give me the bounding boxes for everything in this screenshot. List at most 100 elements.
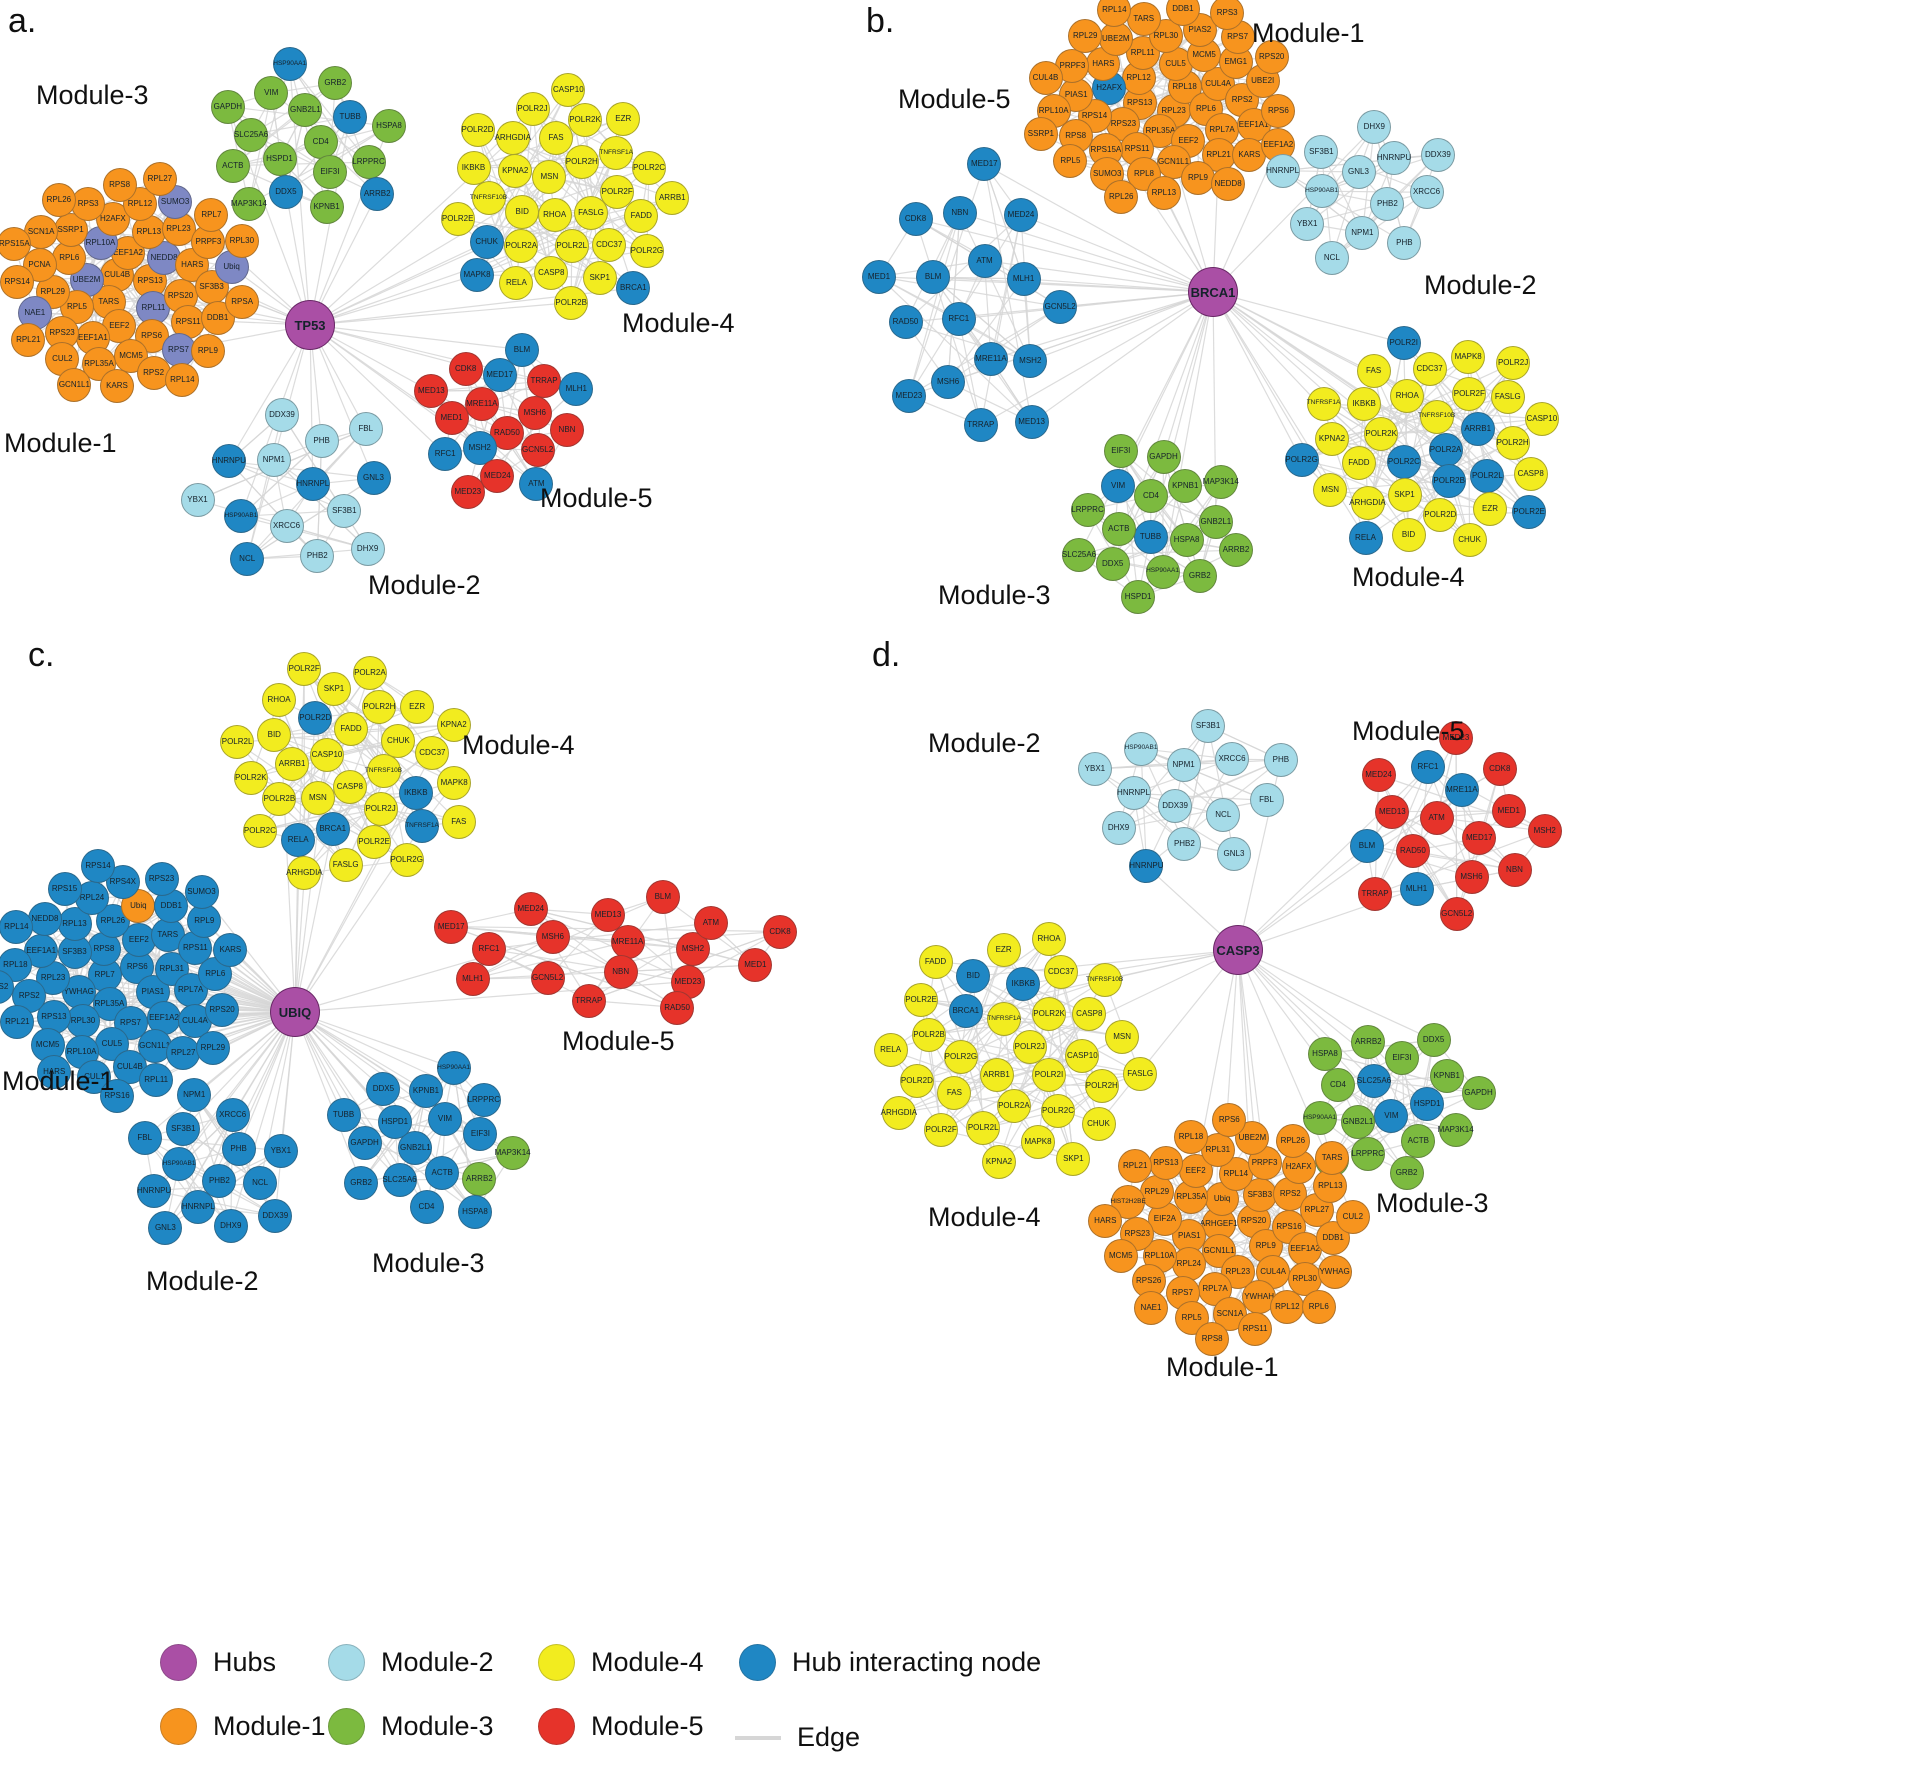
node-polr2h[interactable]: POLR2H (564, 145, 599, 180)
node-nbn[interactable]: NBN (942, 195, 977, 230)
node-mlh1[interactable]: MLH1 (1006, 261, 1041, 296)
node-kpnb1[interactable]: KPNB1 (1429, 1059, 1464, 1094)
node-rps6[interactable]: RPS6 (1212, 1103, 1247, 1137)
node-tubb[interactable]: TUBB (1133, 519, 1168, 554)
node-sf3b1[interactable]: SF3B1 (327, 493, 362, 528)
node-eif3i[interactable]: EIF3I (312, 155, 347, 189)
node-rps11[interactable]: RPS11 (1238, 1312, 1273, 1347)
node-chuk[interactable]: CHUK (1081, 1106, 1116, 1141)
node-casp10[interactable]: CASP10 (1065, 1038, 1100, 1073)
node-atm[interactable]: ATM (967, 243, 1002, 278)
node-slc25a6[interactable]: SLC25A6 (1357, 1063, 1391, 1098)
node-lrpprc[interactable]: LRPPRC (466, 1082, 501, 1117)
node-casp8[interactable]: CASP8 (1072, 997, 1107, 1032)
node-med17[interactable]: MED17 (967, 147, 1002, 182)
node-nae1[interactable]: NAE1 (1134, 1291, 1168, 1326)
node-brca1[interactable]: BRCA1 (315, 812, 350, 846)
node-ddx5[interactable]: DDX5 (366, 1071, 401, 1106)
node-blm[interactable]: BLM (916, 260, 951, 295)
node-slc25a6[interactable]: SLC25A6 (1062, 537, 1096, 572)
node-nbn[interactable]: NBN (1497, 852, 1532, 887)
node-phb2[interactable]: PHB2 (1167, 826, 1202, 861)
node-chuk[interactable]: CHUK (469, 225, 504, 259)
node-kpnb1[interactable]: KPNB1 (1168, 469, 1203, 504)
node-atm[interactable]: ATM (1419, 800, 1454, 835)
node-npm1[interactable]: NPM1 (1166, 747, 1201, 782)
node-polr2k[interactable]: POLR2K (568, 102, 602, 137)
node-polr2f[interactable]: POLR2F (600, 174, 635, 209)
node-actb[interactable]: ACTB (425, 1156, 460, 1190)
node-rps20[interactable]: RPS20 (205, 992, 240, 1027)
node-med24[interactable]: MED24 (1004, 198, 1038, 232)
node-hnrnpu[interactable]: HNRNPU (1377, 141, 1411, 176)
node-polr2c[interactable]: POLR2C (1386, 445, 1421, 480)
node-polr2g[interactable]: POLR2G (629, 233, 664, 268)
node-faslg[interactable]: FASLG (1123, 1056, 1158, 1091)
node-ddx5[interactable]: DDX5 (1095, 546, 1130, 581)
node-fadd[interactable]: FADD (624, 198, 659, 233)
node-rpl7[interactable]: RPL7 (194, 197, 229, 232)
node-fadd[interactable]: FADD (1341, 446, 1376, 480)
node-nbn[interactable]: NBN (603, 954, 638, 989)
node-med13[interactable]: MED13 (414, 374, 449, 409)
node-rela[interactable]: RELA (499, 266, 534, 301)
node-brca1[interactable]: BRCA1 (616, 271, 651, 306)
node-npm1[interactable]: NPM1 (1345, 216, 1380, 250)
node-ncl[interactable]: NCL (1314, 241, 1349, 276)
node-rpl29[interactable]: RPL29 (1068, 19, 1103, 53)
node-casp8[interactable]: CASP8 (534, 256, 569, 291)
node-nedd8[interactable]: NEDD8 (27, 902, 62, 936)
node-rpl30[interactable]: RPL30 (224, 224, 259, 259)
node-casp10[interactable]: CASP10 (1524, 401, 1559, 436)
node-tnfrsf10b[interactable]: TNFRSF10B (470, 181, 507, 216)
node-faslg[interactable]: FASLG (1490, 379, 1525, 414)
node-polr2b[interactable]: POLR2B (1432, 464, 1467, 499)
node-rpl14[interactable]: RPL14 (0, 909, 34, 944)
node-eif3i[interactable]: EIF3I (1103, 433, 1138, 468)
node-ybx1[interactable]: YBX1 (263, 1133, 298, 1168)
node-atm[interactable]: ATM (519, 466, 554, 501)
node-gapdh[interactable]: GAPDH (347, 1125, 382, 1160)
node-actb[interactable]: ACTB (1401, 1123, 1436, 1158)
node-msh2[interactable]: MSH2 (462, 430, 497, 465)
node-skp1[interactable]: SKP1 (1387, 478, 1422, 513)
node-rps8[interactable]: RPS8 (102, 168, 137, 203)
node-rps23[interactable]: RPS23 (144, 862, 179, 897)
node-tnfrsf1a[interactable]: TNFRSF1A (599, 136, 634, 171)
node-cd4[interactable]: CD4 (303, 125, 338, 159)
node-rpl30[interactable]: RPL30 (66, 1004, 100, 1039)
node-hnrnpu[interactable]: HNRNPU (137, 1173, 171, 1208)
node-cdc37[interactable]: CDC37 (1412, 352, 1447, 386)
node-rps14[interactable]: RPS14 (0, 265, 35, 300)
node-rpl23[interactable]: RPL23 (1220, 1254, 1255, 1289)
node-rpl27[interactable]: RPL27 (166, 1035, 201, 1070)
node-rpl21[interactable]: RPL21 (1118, 1149, 1153, 1184)
node-polr2d[interactable]: POLR2D (1423, 498, 1458, 533)
node-fadd[interactable]: FADD (918, 944, 953, 979)
node-arrb2[interactable]: ARRB2 (462, 1161, 497, 1196)
node-ncl[interactable]: NCL (1206, 797, 1241, 832)
node-sf3b1[interactable]: SF3B1 (1191, 709, 1226, 743)
node-polr2h[interactable]: POLR2H (1495, 425, 1530, 460)
node-rpl26[interactable]: RPL26 (41, 182, 76, 217)
node-tubb[interactable]: TUBB (333, 99, 368, 134)
node-med23[interactable]: MED23 (1439, 721, 1473, 756)
node-phb[interactable]: PHB (1263, 742, 1298, 777)
node-polr2c[interactable]: POLR2C (632, 150, 666, 185)
node-bid[interactable]: BID (257, 718, 292, 753)
node-hspd1[interactable]: HSPD1 (262, 142, 297, 176)
node-msh2[interactable]: MSH2 (1527, 814, 1562, 849)
node-sf3b1[interactable]: SF3B1 (1304, 134, 1339, 169)
node-hspa8[interactable]: HSPA8 (372, 109, 406, 144)
node-polr2g[interactable]: POLR2G (389, 843, 424, 878)
node-eif3i[interactable]: EIF3I (463, 1116, 498, 1151)
node-cd4[interactable]: CD4 (1321, 1067, 1355, 1102)
node-ezr[interactable]: EZR (986, 933, 1021, 968)
node-vim[interactable]: VIM (1101, 468, 1136, 503)
node-polr2k[interactable]: POLR2K (1364, 417, 1399, 452)
node-ezr[interactable]: EZR (606, 101, 641, 136)
node-sumo3[interactable]: SUMO3 (184, 875, 219, 910)
node-hsp90aa1[interactable]: HSP90AA1 (436, 1050, 471, 1085)
node-trrap[interactable]: TRRAP (1358, 877, 1392, 912)
node-gnb2l1[interactable]: GNB2L1 (1198, 504, 1233, 539)
